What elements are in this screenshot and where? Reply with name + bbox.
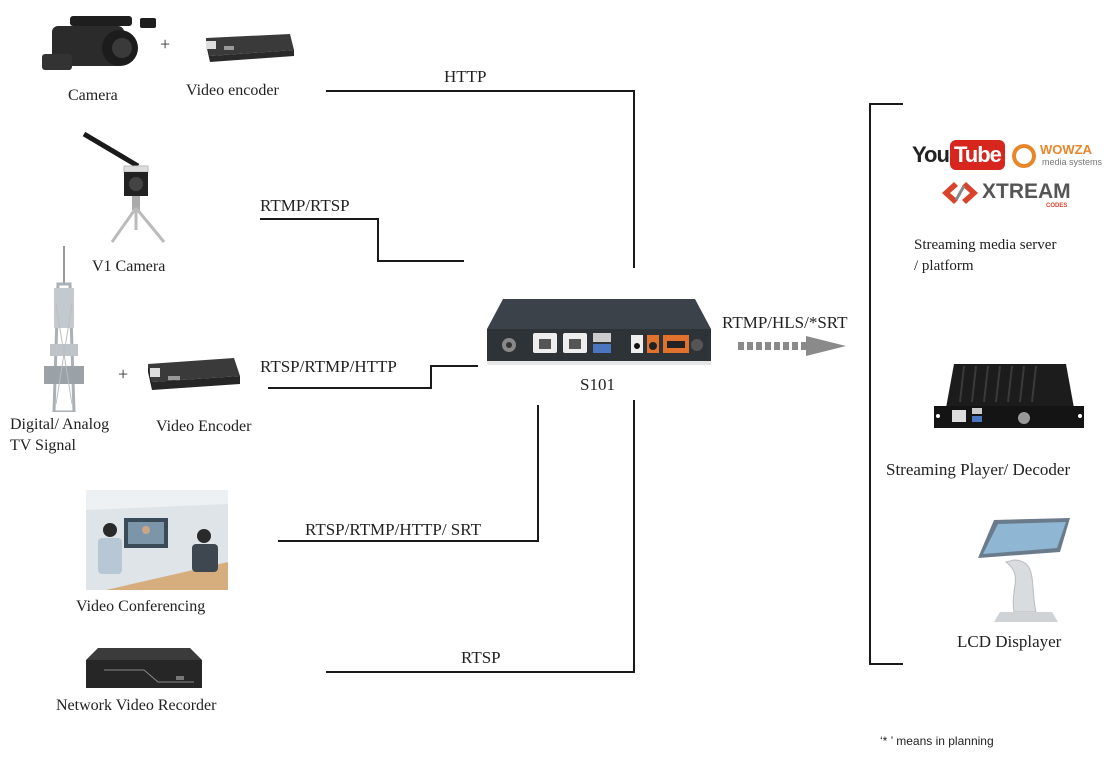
protocol-rtsp: RTSP [461, 648, 501, 667]
xtream-code-icon [942, 182, 978, 204]
output-arrow [738, 336, 846, 356]
youtube-you-text: You [912, 142, 950, 167]
wowza-text: WOWZA [1040, 142, 1092, 157]
nvr-label: Network Video Recorder [56, 697, 217, 714]
tv-signal-label-line1: Digital/ Analog [10, 416, 110, 433]
protocol-http: HTTP [444, 67, 487, 86]
wowza-swirl-icon [1012, 144, 1036, 168]
destinations-bracket [869, 103, 903, 665]
video-conferencing-label: Video Conferencing [76, 598, 206, 615]
streaming-player-label: Streaming Player/ Decoder [886, 460, 1071, 479]
network-video-recorder-icon [86, 648, 202, 688]
xtream-text: XTREAM [982, 180, 1071, 203]
tv-signal-label-line2: TV Signal [10, 437, 76, 454]
protocol-rtsp-rtmp-http-srt: RTSP/RTMP/HTTP/ SRT [305, 520, 481, 539]
lcd-kiosk-icon [978, 518, 1070, 622]
youtube-logo: You Tube [912, 140, 1005, 172]
conferencing-connector [278, 405, 539, 542]
xtream-logo: XTREAM CODES [940, 178, 1080, 212]
xtream-subtext: CODES [1046, 203, 1068, 209]
camcorder-icon [42, 16, 156, 70]
nvr-connector [326, 400, 635, 673]
video-encoder-2-label: Video Encoder [156, 418, 252, 435]
v1-camera-icon [82, 131, 166, 243]
plus-sign: + [160, 34, 171, 54]
rtmp-rtsp-connector [260, 218, 464, 262]
video-encoder-label: Video encoder [186, 82, 279, 99]
http-connector [326, 90, 635, 268]
streaming-player-decoder-icon [934, 364, 1084, 428]
plus-sign-2: + [118, 364, 129, 384]
protocol-rtsp-rtmp-http: RTSP/RTMP/HTTP [260, 357, 397, 376]
wowza-logo: WOWZA media systems [1012, 142, 1108, 172]
camera-label: Camera [68, 87, 118, 104]
lcd-displayer-label: LCD Displayer [957, 632, 1062, 651]
s101-device-icon [487, 299, 711, 365]
video-encoder-2-icon [148, 358, 240, 390]
hub-label: S101 [580, 375, 615, 394]
v1-camera-label: V1 Camera [92, 258, 166, 275]
video-conferencing-icon [86, 490, 228, 590]
streaming-server-label-line1: Streaming media server [914, 237, 1057, 253]
planning-footnote: ‘* ’ means in planning [880, 734, 994, 748]
protocol-rtmp-rtsp: RTMP/RTSP [260, 196, 350, 215]
output-protocol: RTMP/HLS/*SRT [722, 313, 848, 332]
youtube-tube-text: Tube [950, 140, 1005, 170]
rtsp-rtmp-http-connector [268, 365, 478, 389]
streaming-server-label-line2: / platform [914, 258, 974, 274]
video-encoder-icon [206, 34, 294, 62]
wowza-subtext: media systems [1042, 157, 1103, 167]
tv-tower-icon [44, 246, 84, 412]
